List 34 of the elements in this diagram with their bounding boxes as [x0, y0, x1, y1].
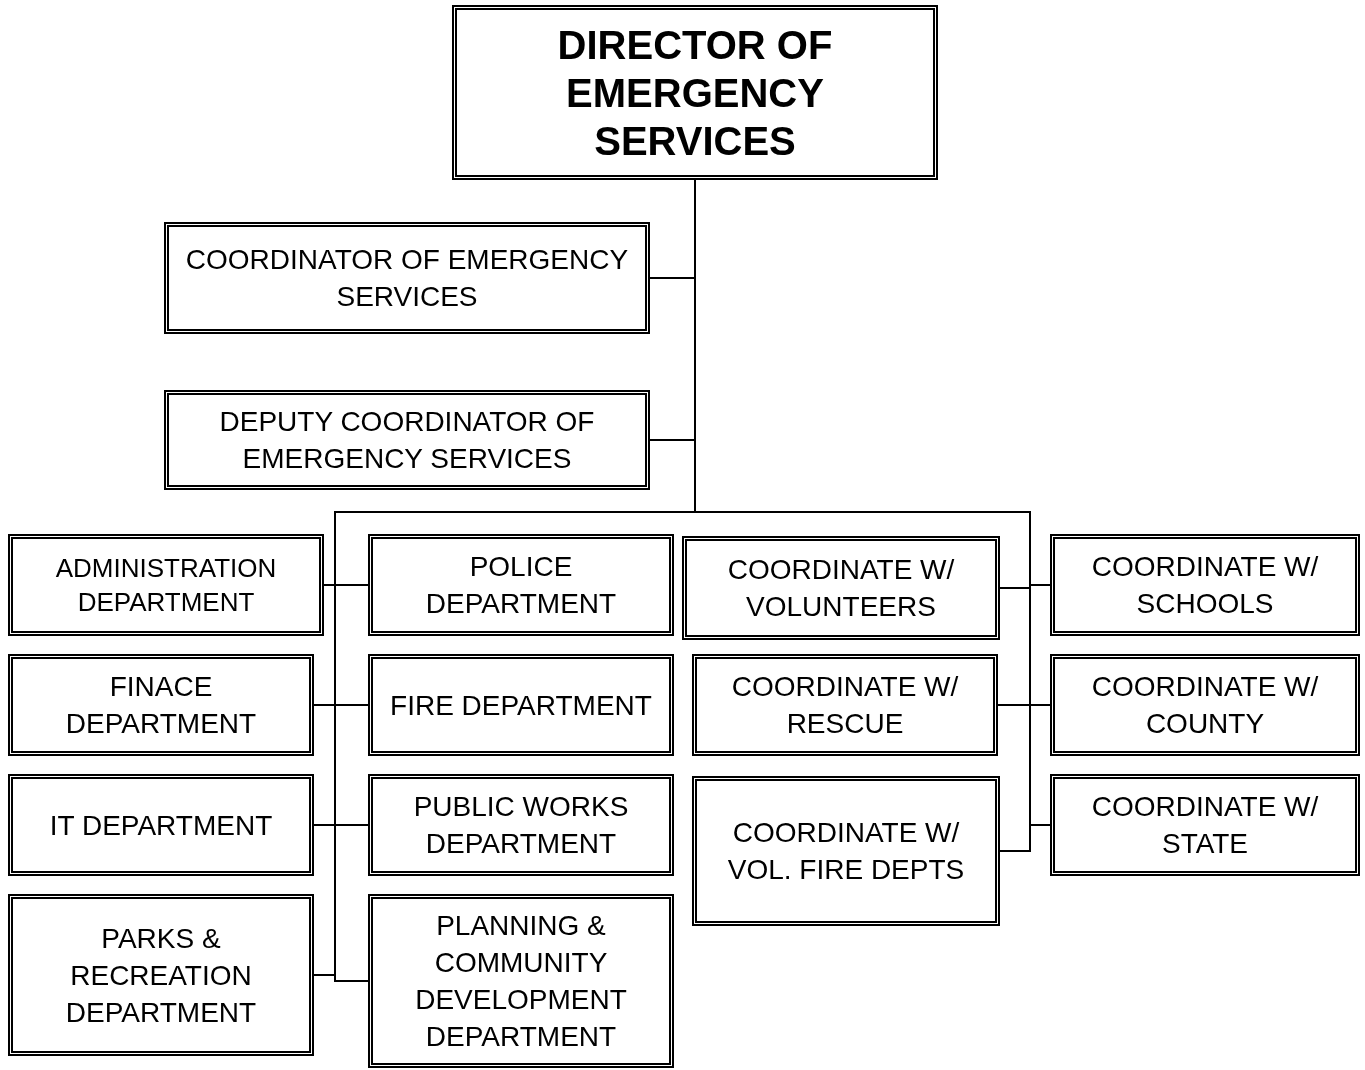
org-box — [8, 654, 314, 756]
org-box — [682, 536, 1000, 640]
box-title: ADMINISTRATION DEPARTMENT — [54, 552, 278, 619]
box-title: IT DEPARTMENT — [49, 808, 273, 843]
org-box — [1050, 774, 1360, 876]
box-title: FINACE DEPARTMENT — [64, 670, 258, 741]
org-box — [164, 222, 650, 334]
box-title: COORDINATE W/ VOL. FIRE DEPTS — [726, 816, 966, 887]
box-title: COORDINATE W/ STATE — [1090, 790, 1320, 861]
org-box — [1050, 654, 1360, 756]
director-box — [452, 5, 938, 180]
org-box — [368, 534, 674, 636]
org-box — [692, 776, 1000, 926]
box-title: PARKS & RECREATION DEPARTMENT — [64, 921, 258, 1030]
box-title: COORDINATE W/ VOLUNTEERS — [726, 553, 956, 624]
box-title: FIRE DEPARTMENT — [390, 688, 652, 723]
box-title: DEPUTY COORDINATOR OF EMERGENCY SERVICES — [218, 405, 596, 476]
org-box — [692, 654, 998, 756]
org-box — [368, 894, 674, 1068]
box-title: COORDINATE W/ SCHOOLS — [1090, 550, 1320, 621]
box-title: COORDINATOR OF EMERGENCY SERVICES — [184, 243, 630, 314]
org-box — [368, 654, 674, 756]
box-title: PLANNING & COMMUNITY DEVELOPMENT DEPARTMENT — [414, 909, 628, 1054]
box-title: COORDINATE W/ RESCUE — [730, 670, 960, 741]
org-box — [1050, 534, 1360, 636]
org-box — [368, 774, 674, 876]
box-title: DIRECTOR OF EMERGENCY SERVICES — [556, 21, 834, 165]
org-box — [8, 534, 324, 636]
org-box — [164, 390, 650, 490]
org-box — [8, 894, 314, 1056]
box-title: COORDINATE W/ COUNTY — [1090, 670, 1320, 741]
box-title: POLICE DEPARTMENT — [424, 550, 618, 621]
org-box — [8, 774, 314, 876]
box-title: PUBLIC WORKS DEPARTMENT — [412, 790, 630, 861]
